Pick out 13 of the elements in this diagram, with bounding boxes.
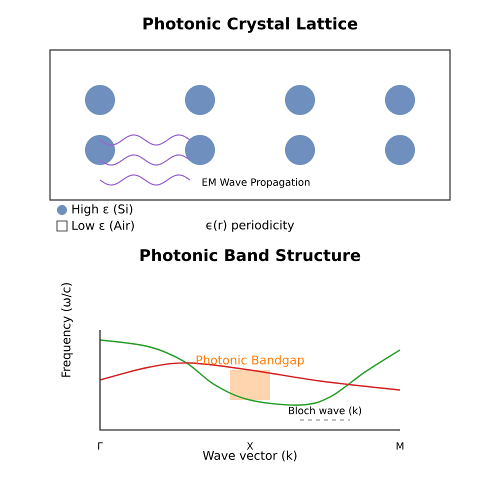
legend-label: High ε (Si)	[72, 204, 132, 216]
title: Photonic Crystal Lattice	[144, 17, 358, 33]
curve-label: Bloch wave (k)	[289, 406, 362, 416]
axis-title: Frequency (ω/c)	[61, 283, 73, 377]
tick-label: M	[396, 442, 404, 450]
caption: EM Wave Propagation	[202, 178, 310, 188]
chart-title: Photonic Band Structure	[140, 248, 360, 262]
bandgap-label: Photonic Bandgap	[196, 355, 304, 367]
axis-caption: ϵ(r) periodicity	[206, 220, 294, 232]
tick-label: Γ	[98, 442, 103, 450]
tick-label: X	[246, 442, 254, 450]
axis-title: Wave vector (k)	[202, 450, 296, 462]
legend-label: Low ε (Air)	[72, 220, 134, 232]
